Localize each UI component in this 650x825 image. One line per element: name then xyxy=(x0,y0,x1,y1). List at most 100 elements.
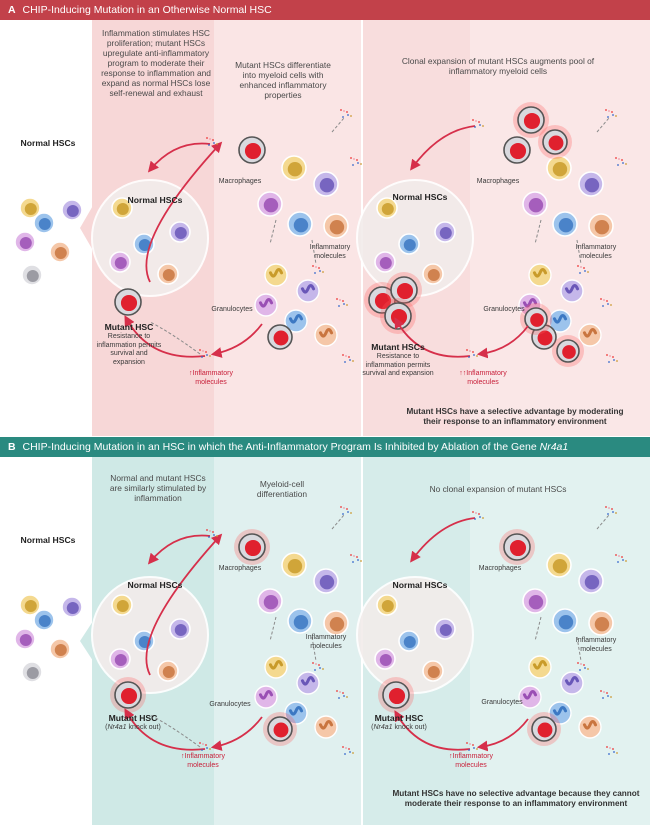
differentiation-text: Mutant HSCs differentiate into myeloid c… xyxy=(235,60,331,100)
gspark-0-1-dot xyxy=(342,300,344,302)
dash-1-2 xyxy=(534,219,542,245)
gspark-1-1-dot xyxy=(603,299,605,301)
gspark-0-1-dot xyxy=(346,696,348,698)
spark-0-1-dot xyxy=(342,116,344,118)
spark-0-3-dot xyxy=(312,662,314,664)
arrow-mutant-2 xyxy=(394,710,471,751)
macro-0-3-nucleus xyxy=(263,595,279,610)
spark-center-1-dot xyxy=(202,350,204,352)
gspark-0-1-dot xyxy=(338,697,340,699)
niche-hsc-b0-nucleus xyxy=(174,227,187,239)
gran-1-1-nucleus xyxy=(532,660,548,670)
spark-1-3-dot xyxy=(584,667,586,669)
spark-1-3-dot xyxy=(580,663,582,665)
spark-center-1-dot xyxy=(202,743,204,745)
spark-0-2-dot xyxy=(352,561,354,563)
mutant-hsc-label-1: Mutant HSC xyxy=(104,322,154,332)
arrow-granulo-2 xyxy=(476,325,529,359)
panel-b-letter: B xyxy=(8,441,16,453)
spark-top-2-dot xyxy=(479,516,481,518)
spark-top-2-dot xyxy=(472,511,474,513)
dash-1-1 xyxy=(576,636,582,662)
left-hsc-5-nucleus xyxy=(54,247,67,259)
spark-center-1-dot xyxy=(206,747,208,749)
spark-0-3-dot xyxy=(314,669,316,671)
spark-1-3-dot xyxy=(583,664,585,666)
panel-a-footer: Mutant HSCs have a selective advantage b… xyxy=(406,407,624,426)
inflammatory-molecules-label-2: Inflammatory molecules xyxy=(575,244,617,260)
knockout-gene-1: Nr4a1 xyxy=(107,724,127,731)
panel-b-title: CHIP-Inducing Mutation in an HSC in whic… xyxy=(22,441,540,453)
gspark-1-2-dot xyxy=(613,751,615,753)
gspark-1-2-dot xyxy=(608,753,610,755)
niche-hsc-d0-nucleus xyxy=(114,257,127,269)
inflammatory-molecules-label-2-b: Inflammatory molecules xyxy=(575,637,617,653)
macro-1-5-nucleus xyxy=(594,220,610,235)
spark-0-2-dot xyxy=(357,162,359,164)
spark-0-2-dot xyxy=(352,164,354,166)
spark-center-1-dot xyxy=(201,356,203,358)
spark-center-1-dot xyxy=(209,748,211,750)
gran-1-2-nucleus xyxy=(564,284,580,294)
spark-0-3-dot xyxy=(322,668,324,670)
normal-hscs-label-left: Normal HSCs xyxy=(20,138,76,148)
spark-center-2-dot xyxy=(466,742,468,744)
arrow-niche-1 xyxy=(147,142,211,173)
spark-center-2-dot xyxy=(469,743,471,745)
arrow-niche-1 xyxy=(147,534,211,565)
spark-top-2-dot xyxy=(478,121,480,123)
inflammatory-molecules-label-1-b: Inflammatory molecules xyxy=(305,634,347,650)
macro-1-4-nucleus xyxy=(558,615,574,630)
dash-1-1 xyxy=(576,239,582,265)
macro-0-5-nucleus xyxy=(329,220,345,235)
spark-top-2-dot xyxy=(474,518,476,520)
macro-mutant-extra-2-nucleus xyxy=(548,135,564,151)
panel-a-letter: A xyxy=(8,4,16,16)
left-hsc-2-nucleus xyxy=(66,602,79,614)
gran-0-5-nucleus xyxy=(318,328,334,338)
gspark-1-1-dot xyxy=(600,298,602,300)
spark-1-3-dot xyxy=(579,272,581,274)
normal-hscs-label-mid-b: Normal HSCs xyxy=(127,580,183,590)
arrow-mutant-1 xyxy=(124,315,206,358)
spark-top-2-dot xyxy=(479,124,481,126)
dash-1-2 xyxy=(534,616,542,642)
dash-0-3 xyxy=(331,117,345,133)
band-sub-1 xyxy=(214,457,362,825)
spark-0-2-dot xyxy=(357,559,359,561)
gran-mutant-0-nucleus xyxy=(273,330,289,346)
spark-0-1-dot xyxy=(346,111,348,113)
mutant-hsc-label-2-b: Mutant HSC xyxy=(374,713,424,723)
spark-0-2-dot xyxy=(353,158,355,160)
band-right xyxy=(350,457,650,825)
niche-hsc-c1-nucleus xyxy=(403,636,416,648)
spark-1-1-dot xyxy=(611,508,613,510)
gspark-0-1-dot xyxy=(336,298,338,300)
dash-0-1 xyxy=(311,636,317,662)
knockout-gene-2: Nr4a1 xyxy=(373,724,393,731)
gspark-0-1-dot xyxy=(339,299,341,301)
spark-top-1-dot xyxy=(206,529,208,531)
spark-1-2-dot xyxy=(618,555,620,557)
gspark-1-1-dot xyxy=(602,305,604,307)
spark-center-2-dot xyxy=(468,356,470,358)
macro-1-1-nucleus xyxy=(552,559,568,574)
macro-mutant-1-nucleus xyxy=(509,142,527,160)
spark-1-1-dot xyxy=(608,110,610,112)
spark-1-1-dot xyxy=(615,115,617,117)
spark-0-2-dot xyxy=(356,556,358,558)
gspark-1-1-dot xyxy=(607,695,609,697)
spark-center-1-dot xyxy=(205,744,207,746)
spark-center-2-dot xyxy=(469,350,471,352)
gspark-1-1-dot xyxy=(600,690,602,692)
spark-0-1-dot xyxy=(340,506,342,508)
band-right xyxy=(350,20,650,436)
gspark-0-1-dot xyxy=(343,303,345,305)
arrow-mutant-2 xyxy=(394,317,471,358)
spark-0-1-dot xyxy=(343,507,345,509)
gspark-1-1-dot xyxy=(607,303,609,305)
spark-1-3-dot xyxy=(583,267,585,269)
panel-a-illustration xyxy=(0,20,650,436)
niche-hsc-e1-nucleus xyxy=(427,666,440,678)
spark-top-1-dot xyxy=(212,139,214,141)
